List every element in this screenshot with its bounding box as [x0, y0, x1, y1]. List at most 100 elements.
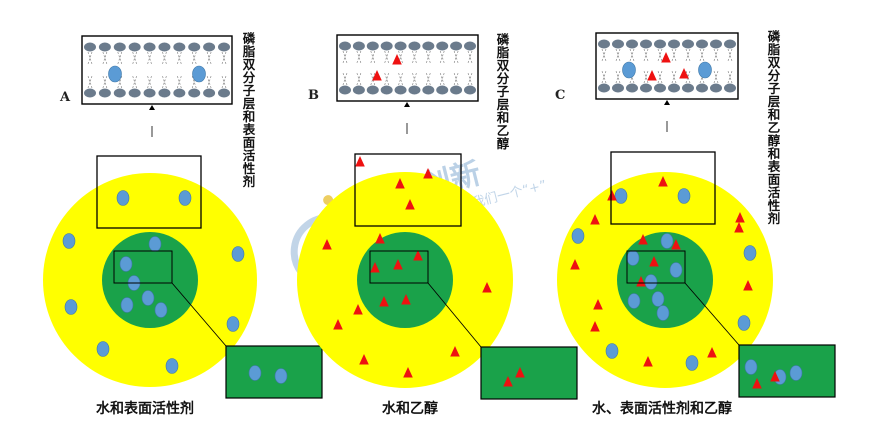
lipid-tail	[439, 50, 445, 64]
ethanol-molecule	[333, 319, 343, 330]
lipid-head	[654, 39, 666, 49]
surfactant-molecule	[226, 316, 240, 332]
zoom-box-membrane	[96, 155, 202, 229]
ethanol-molecule	[658, 176, 668, 187]
surfactant-molecule	[651, 291, 665, 307]
lipid-head	[352, 41, 365, 51]
lipid-head	[612, 39, 624, 49]
ethanol-molecule	[649, 256, 659, 267]
membrane-vertical-label: 磷脂双分子层和表面活性剂	[241, 31, 256, 188]
lipid-tail	[206, 51, 212, 65]
lipid-tail	[342, 50, 348, 64]
lipid-head	[339, 41, 351, 51]
ethanol-molecule	[647, 70, 657, 81]
ethanol-molecule	[735, 212, 745, 223]
zoom-connector-line	[684, 282, 740, 346]
core-inset-box	[225, 345, 323, 399]
lipid-tail	[356, 50, 362, 64]
lipid-head	[394, 41, 407, 51]
lipid-tail	[615, 48, 621, 62]
lipid-head	[668, 83, 680, 93]
lipid-tail	[221, 75, 227, 89]
lipid-head	[612, 83, 624, 93]
lipid-head	[724, 39, 736, 49]
lipid-tail	[643, 48, 649, 62]
lipid-head	[128, 42, 141, 52]
lipid-head	[450, 85, 463, 95]
membrane-vertical-label: 磷脂双分子层和乙醇和表面活性剂	[766, 29, 781, 225]
surfactant-molecule	[605, 343, 619, 359]
lipid-tail	[615, 70, 621, 84]
surfactant-molecule	[626, 250, 640, 266]
zoom-box-core	[113, 250, 173, 284]
lipid-head	[464, 85, 476, 95]
lipid-tail	[87, 51, 93, 65]
lipid-head	[352, 85, 365, 95]
membrane-vertical-label: 磷脂双分子层和乙醇	[495, 32, 510, 150]
lipid-tail	[671, 48, 677, 62]
ethanol-molecule	[359, 354, 369, 365]
lipid-head	[640, 39, 652, 49]
surfactant-molecule	[669, 262, 683, 278]
lipid-head	[203, 42, 216, 52]
lipid-head	[366, 41, 379, 51]
lipid-tail	[370, 72, 376, 86]
lipid-head	[394, 85, 407, 95]
lipid-tail	[671, 70, 677, 84]
surfactant-molecule	[154, 302, 168, 318]
ethanol-molecule	[743, 280, 753, 291]
core-inset-box	[480, 346, 578, 400]
surfactant-molecule	[737, 315, 751, 331]
surfactant-molecule	[108, 65, 122, 83]
ethanol-molecule	[395, 178, 405, 189]
ethanol-molecule	[752, 378, 762, 389]
panel-letter: B	[308, 88, 319, 103]
lipid-tail	[87, 75, 93, 89]
lipid-head	[710, 39, 722, 49]
lipid-head	[626, 83, 638, 93]
ethanol-molecule	[570, 259, 580, 270]
arrow-up-icon	[664, 100, 670, 105]
lipid-tail	[132, 51, 137, 65]
lipid-head	[366, 85, 379, 95]
surfactant-molecule	[165, 358, 179, 374]
lipid-head	[380, 41, 393, 51]
panel-caption: 水和表面活性剂	[96, 400, 194, 417]
panel-letter: A	[59, 90, 71, 105]
lipid-head	[98, 42, 111, 52]
lipid-tail	[643, 70, 649, 84]
lipid-tail	[177, 51, 182, 65]
lipid-tail	[629, 48, 635, 62]
lipid-head	[682, 83, 694, 93]
ethanol-molecule	[393, 259, 403, 270]
lipid-head	[422, 41, 435, 51]
inner-core-circle	[617, 232, 713, 328]
ethanol-molecule	[607, 190, 617, 201]
ethanol-molecule	[423, 168, 433, 179]
ethanol-molecule	[379, 296, 389, 307]
lipid-head	[188, 88, 201, 98]
lipid-tail	[102, 75, 108, 89]
inner-core-circle	[357, 232, 453, 328]
zoom-box-membrane	[610, 151, 716, 225]
lipid-head	[464, 41, 476, 51]
lipid-tail	[713, 70, 719, 84]
ethanol-molecule	[671, 239, 681, 250]
ethanol-molecule	[770, 371, 780, 382]
ethanol-molecule	[661, 52, 671, 63]
lipid-tail	[426, 72, 431, 86]
surfactant-molecule	[248, 365, 262, 381]
lipid-head	[188, 42, 201, 52]
lipid-head	[339, 85, 351, 95]
lipid-tail	[412, 72, 417, 86]
lipid-head	[143, 88, 156, 98]
lipid-tail	[162, 51, 167, 65]
surfactant-molecule	[698, 61, 712, 79]
ethanol-molecule	[450, 346, 460, 357]
zoom-connector-line	[427, 282, 482, 348]
surfactant-molecule	[96, 341, 110, 357]
lipid-tail	[601, 48, 607, 62]
